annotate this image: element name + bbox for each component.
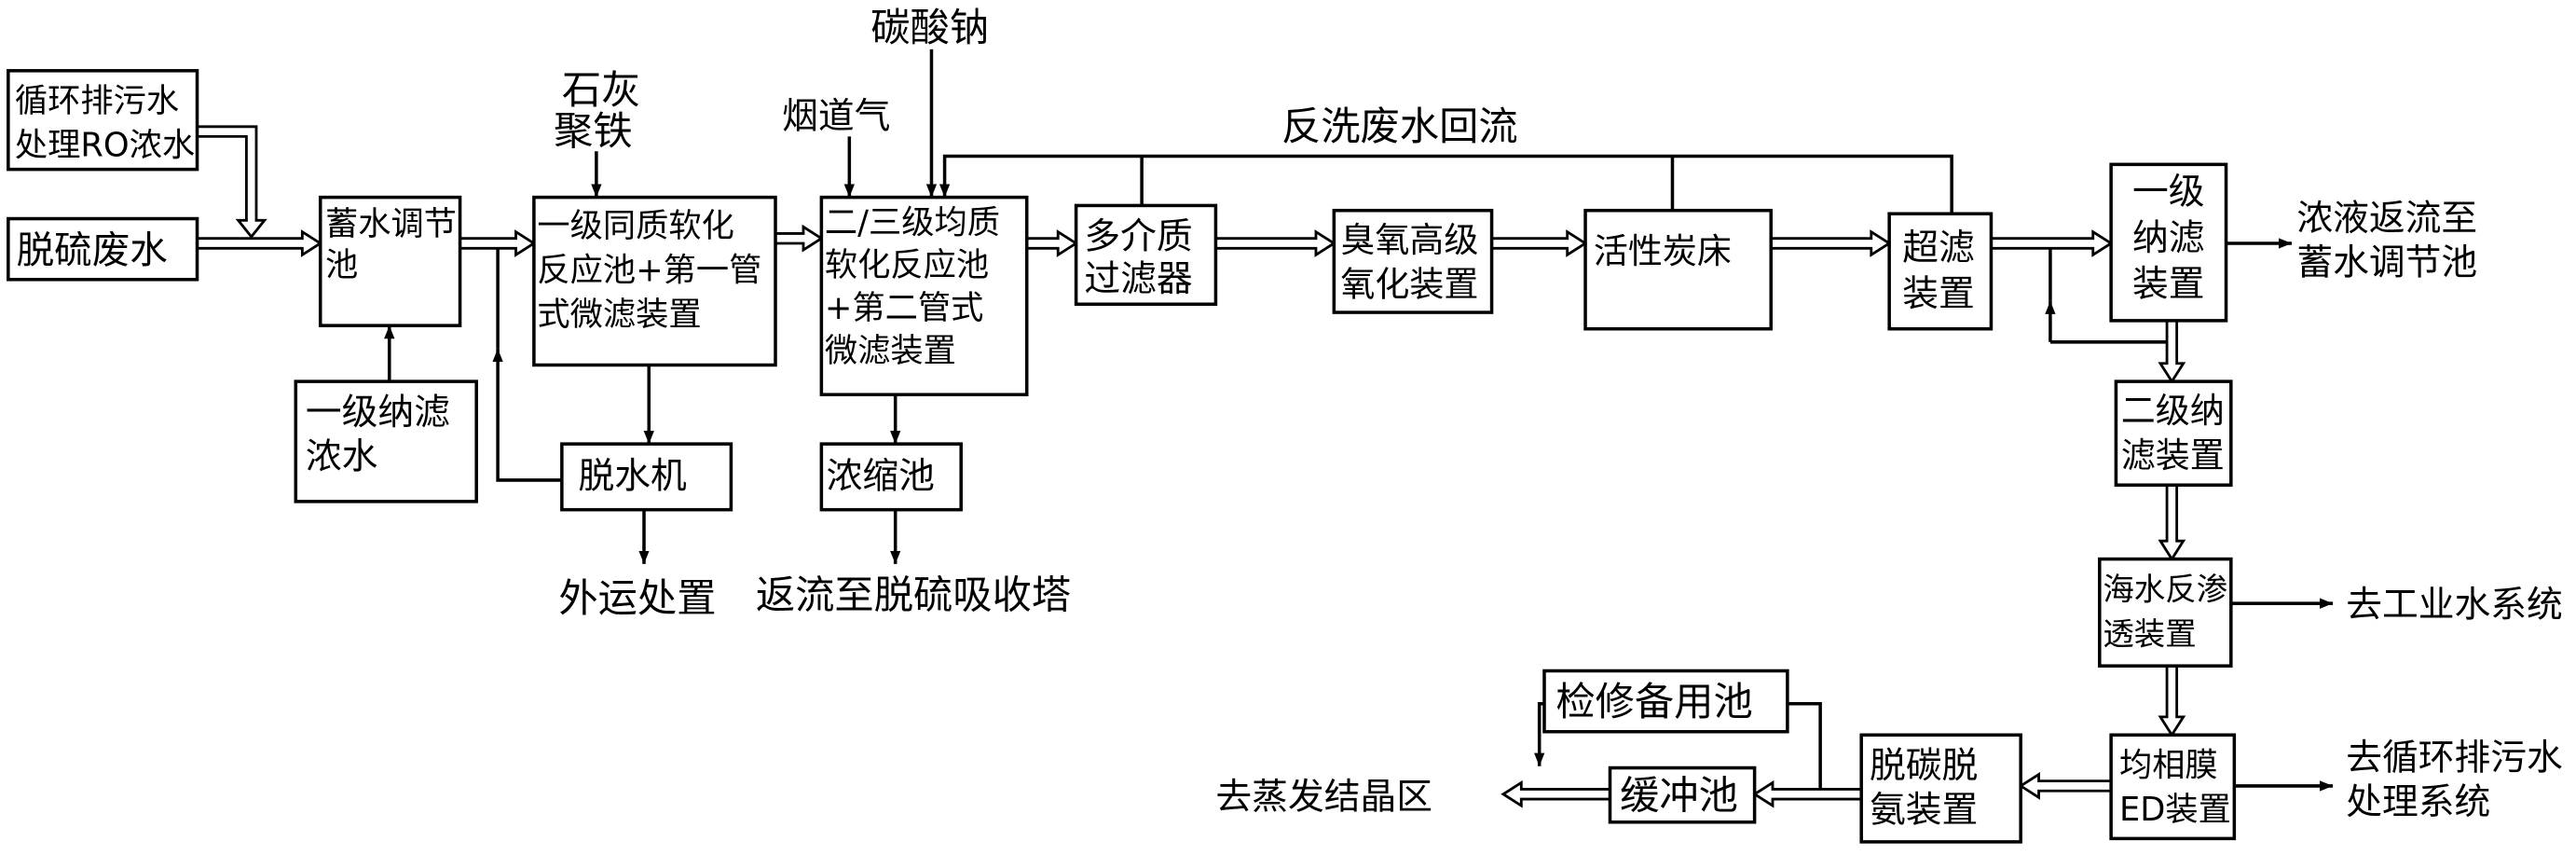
node-label: 海水反渗 [2103,572,2227,608]
node-label: 装置 [1902,273,1975,315]
node-label: 均相膜 [2119,746,2218,784]
node-nf1-concentrate: 一级纳滤 浓水 [294,379,478,503]
node-nf1: 一级 纳滤 装置 [2109,162,2228,323]
label-concentrate-return: 蓄水调节池 [2296,241,2477,283]
flow-line-backwash-return [939,154,1953,214]
node-label: 滤装置 [2121,435,2225,476]
node-label: 脱水机 [578,456,686,498]
node-activated-carbon: 活性炭床 [1583,208,1774,331]
flow-arrow-swro-to-ed [2158,664,2186,738]
flow-arrow-buffer-to-evaporation [1500,779,1611,808]
label-to-industrial-water: 去工业水系统 [2346,584,2563,626]
node-label: 臭氧高级 [1340,220,1478,260]
label-lime: 石灰 [562,67,641,113]
node-label: 蓄水调节 [325,205,457,243]
node-desulfurization-wastewater: 脱硫废水 [7,216,199,282]
node-dewatering-machine: 脱水机 [560,442,733,512]
node-label: 活性炭床 [1594,231,1732,271]
node-label: 循环排污水 [15,82,179,120]
node-label: 式微滤装置 [537,296,701,334]
flow-line-dewatering-return [492,348,562,482]
node-label: 浓水 [306,436,378,478]
node-label: ED装置 [2119,791,2231,829]
node-label: 检修备用池 [1555,679,1752,724]
node-label: 多介质 [1084,215,1192,257]
node-thickener: 浓缩池 [819,442,963,512]
flow-arrow-multimedia-to-ozone [1214,229,1336,257]
flow-arrow-ultrafiltration-to-nf1 [1990,229,2114,257]
flow-arrow-ozone-to-carbon [1490,229,1588,257]
label-return-to-absorber: 返流至脱硫吸收塔 [756,572,1071,617]
node-label: 缓冲池 [1620,773,1738,819]
flow-arrow-decarb-to-buffer [1751,779,1863,808]
label-to-circulating-treatment: 去循环排污水 [2346,737,2563,779]
label-polyferric: 聚铁 [554,108,633,154]
label-to-evaporation: 去蒸发结晶区 [1215,777,1432,819]
node-label: 一级纳滤 [306,392,450,434]
node-swro: 海水反渗 透装置 [2098,557,2233,668]
flow-arrow-softening-23-to-multimedia [1025,229,1079,257]
label-flue-gas: 烟道气 [782,96,890,138]
node-softening-23: 二/三级均质 软化反应池 +第二管式 微滤装置 [819,195,1029,396]
node-ultrafiltration: 超滤 装置 [1887,212,1994,331]
node-label: 脱碳脱 [1870,745,1978,787]
node-label: 处理RO浓水 [15,127,195,165]
node-label: 一级 [2132,172,2205,214]
node-label: 透装置 [2103,615,2196,652]
label-to-circulating-treatment: 处理系统 [2346,781,2490,823]
node-label: 微滤装置 [825,332,956,370]
flow-arrow-desulfurization-to-tank [196,229,323,257]
node-label: 装置 [2132,263,2205,305]
flow-line-standby-link [1787,701,1822,790]
node-label: +第二管式 [825,289,984,327]
node-softening-1: 一级同质软化 反应池+第一管 式微滤装置 [532,195,777,367]
node-label: 浓缩池 [827,456,935,498]
flow-arrow-ro-to-tank [196,125,267,240]
label-sodium-carbonate: 碳酸钠 [870,5,989,50]
label-backwash-return: 反洗废水回流 [1281,103,1518,149]
label-concentrate-return: 浓液返流至 [2296,198,2477,240]
node-multimedia-filter: 多介质 过滤器 [1074,203,1218,307]
node-label: 软化反应池 [825,246,989,284]
node-label: 一级同质软化 [537,207,733,245]
node-nf2: 二级纳 滤装置 [2114,379,2233,487]
flow-arrow-nf1-to-nf2 [2158,319,2186,384]
flow-arrow-ed-to-decarb [2018,772,2113,800]
node-label: 池 [325,246,358,284]
node-decarb-deammonia: 脱碳脱 氨装置 [1859,733,2022,844]
node-label: 二级纳 [2121,391,2225,431]
node-label: 过滤器 [1084,258,1192,300]
flow-arrow-softening-1-to-softening-23 [774,224,825,253]
node-label: 纳滤 [2132,217,2205,259]
label-offsite-disposal: 外运处置 [558,575,716,621]
connector-layer [196,48,2334,808]
node-label: 超滤 [1902,228,1975,269]
node-standby-pool: 检修备用池 [1542,669,1789,734]
node-ro-concentrate: 循环排污水 处理RO浓水 [7,69,199,172]
node-label: 氧化装置 [1340,264,1478,304]
node-buffer-pool: 缓冲池 [1608,765,1757,824]
flow-arrow-tank-to-softening-1 [459,229,537,257]
node-storage-tank: 蓄水调节 池 [318,195,462,327]
node-label: 氨装置 [1870,790,1978,832]
node-label: 二/三级均质 [825,203,1000,241]
node-label: 脱硫废水 [17,228,168,272]
flow-arrow-nf2-to-swro [2158,483,2186,562]
node-ed: 均相膜 ED装置 [2109,733,2237,841]
node-label: 反应池+第一管 [537,252,761,290]
flow-arrow-carbon-to-ultrafiltration [1769,229,1892,257]
node-ozone-oxidation: 臭氧高级 氧化装置 [1332,208,1494,314]
